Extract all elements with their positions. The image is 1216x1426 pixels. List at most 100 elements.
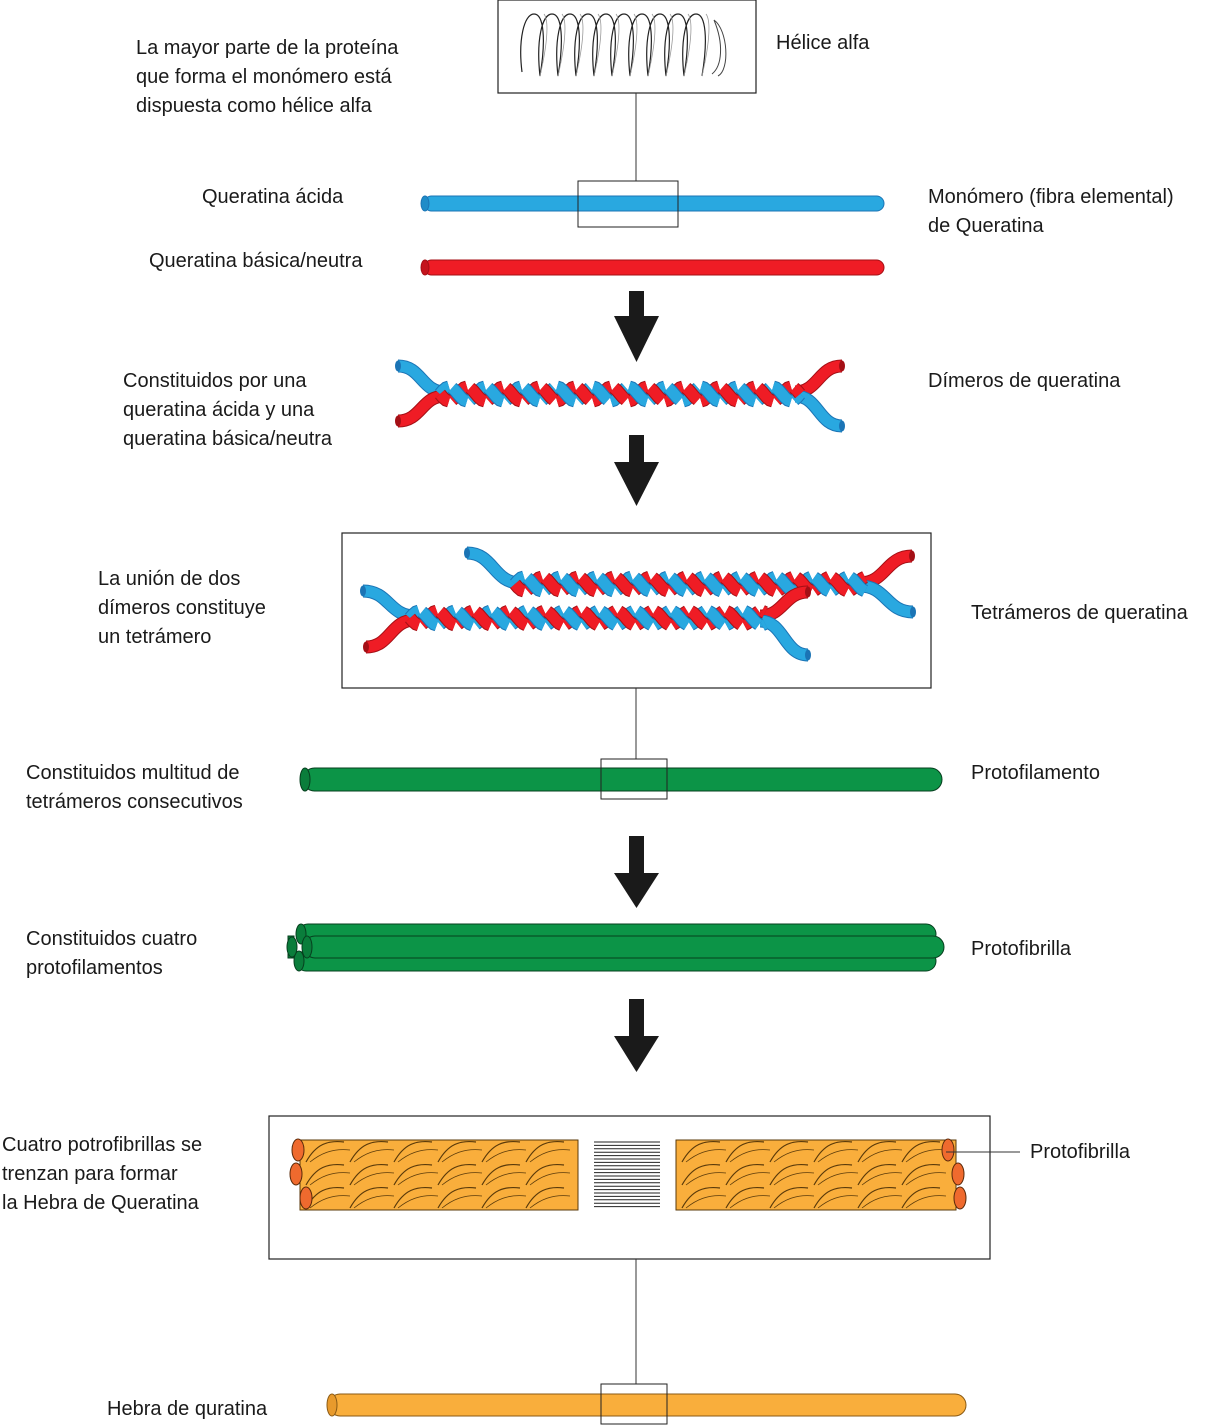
braid-twist-line: [485, 1149, 527, 1163]
braid-twist-line: [773, 1172, 815, 1186]
braid-right-end-0: [941, 1138, 955, 1162]
braid-twist-line: [685, 1172, 727, 1186]
braid-twist-line: [481, 1163, 521, 1186]
braid-twist-line: [685, 1149, 727, 1163]
tetramer-box: [341, 532, 932, 689]
braid-twist-line: [393, 1140, 433, 1163]
protofilament-zoom-box: [600, 758, 668, 800]
monomer-label-line-1: Monómero (fibra elemental): [928, 186, 1174, 208]
braid-twist-line: [857, 1163, 897, 1186]
tetramer-upper-acidic-tail: [466, 547, 521, 589]
braid-body-0: [300, 1140, 578, 1210]
braid-twist-line: [481, 1140, 521, 1163]
braid-twist-line: [817, 1172, 859, 1186]
strand-a-front: [510, 572, 850, 597]
braid-twist-line: [353, 1149, 395, 1163]
braid-twist-line: [481, 1186, 521, 1209]
braid-twist-line: [729, 1195, 771, 1209]
dimer-note-line-3: queratina básica/neutra: [123, 428, 333, 450]
braid-twist-line: [349, 1163, 389, 1186]
braid-twist-line: [905, 1195, 947, 1209]
braid-twist-line: [349, 1186, 389, 1209]
protofibril-note-line-1: Constituidos cuatro: [26, 928, 197, 950]
keratin-strand-rod: [326, 1393, 967, 1417]
tetramer-note-line-1: La unión de dos: [98, 568, 240, 590]
strand-a-front: [405, 606, 768, 631]
helix-box: [497, 0, 757, 94]
braid-twist-line: [529, 1172, 571, 1186]
braid-body-1: [676, 1140, 956, 1210]
braid-twist-line: [773, 1149, 815, 1163]
dimer-basic-left-tail-end: [395, 415, 401, 427]
tetramer-title: Tetrámeros de queratina: [971, 602, 1189, 624]
braid-right-end-2: [953, 1186, 967, 1210]
braid-twist-line: [769, 1186, 809, 1209]
alpha-helix-coil: [520, 13, 727, 77]
monomer-zoom-box: [577, 180, 679, 228]
step-arrow-1: [614, 291, 659, 362]
braid-twist-line: [729, 1149, 771, 1163]
step-arrow-2: [614, 435, 659, 506]
protofilament-rod: [299, 767, 943, 792]
protofilament-note-line-2: tetrámeros consecutivos: [26, 791, 243, 813]
braid-twist-line: [437, 1186, 477, 1209]
tetramer-lower-basic-tail-end: [363, 641, 369, 653]
braid-twist-line: [397, 1149, 439, 1163]
helix-note-line-3: dispuesta como hélice alfa: [136, 95, 373, 117]
helix-coil-back: [539, 13, 710, 77]
braid-left-end-0: [291, 1138, 305, 1162]
dimer-acidic-right-tail-end: [839, 420, 845, 432]
protofibril-callout-label: Protofibrilla: [1030, 1141, 1131, 1163]
braid-twist-line: [729, 1172, 771, 1186]
braid-twist-line: [813, 1186, 853, 1209]
braid-twist-line: [393, 1163, 433, 1186]
braid-twist-line: [681, 1140, 721, 1163]
helix-note-line-2: que forma el monómero está: [136, 66, 393, 88]
protofibril-note-line-2: protofilamentos: [26, 957, 163, 979]
braid-twist-line: [397, 1172, 439, 1186]
tetramer-lower-acidic-right-tail: [759, 615, 809, 661]
braid-twist-line: [437, 1163, 477, 1186]
braid-twist-line: [529, 1195, 571, 1209]
strand-b-front: [523, 572, 868, 597]
braid-twist-line: [901, 1186, 941, 1209]
keratin-tetramer: [360, 546, 916, 662]
braid-twist-line: [725, 1140, 765, 1163]
helix-title: Hélice alfa: [776, 32, 870, 54]
protofibril-title: Protofibrilla: [971, 938, 1072, 960]
braid-twist-line: [353, 1172, 395, 1186]
strand-note-line-1: Cuatro potrofibrillas se: [2, 1134, 202, 1156]
tetramer-upper-acidic-right-tail-end: [910, 606, 916, 618]
protofibril-bundle: [286, 923, 945, 972]
braid-twist-line: [309, 1172, 351, 1186]
braid-twist-line: [305, 1163, 345, 1186]
strand-title: Hebra de quratina: [107, 1398, 268, 1420]
braid-left-end-2: [299, 1186, 313, 1210]
keratin-dimer: [395, 359, 845, 433]
basic-keratin-fiber: [420, 259, 885, 276]
braid-twist-line: [441, 1149, 483, 1163]
helix-coil-end: [711, 19, 727, 77]
tetramer-upper-basic-tail-end: [909, 550, 915, 562]
braided-protofibrils: [289, 1138, 967, 1211]
braid-twist-line: [525, 1163, 565, 1186]
braid-twist-line: [437, 1140, 477, 1163]
step-arrow-3: [614, 836, 659, 908]
braid-twist-line: [817, 1149, 859, 1163]
braid-twist-line: [685, 1195, 727, 1209]
braid-twist-line: [393, 1186, 433, 1209]
braid-twist-line: [485, 1172, 527, 1186]
braid-twist-line: [525, 1140, 565, 1163]
strand-b-front: [448, 381, 793, 407]
braid-twist-line: [901, 1163, 941, 1186]
braid-twist-line: [857, 1186, 897, 1209]
strand-a-front: [435, 383, 805, 407]
protofilament-title: Protofilamento: [971, 762, 1100, 784]
braid-twist-line: [769, 1140, 809, 1163]
strand-zoom-box: [600, 1383, 668, 1425]
strand-note-line-2: trenzan para formar: [2, 1163, 178, 1185]
braid-twist-line: [397, 1195, 439, 1209]
braid-twist-line: [813, 1140, 853, 1163]
braid-twist-line: [861, 1149, 903, 1163]
